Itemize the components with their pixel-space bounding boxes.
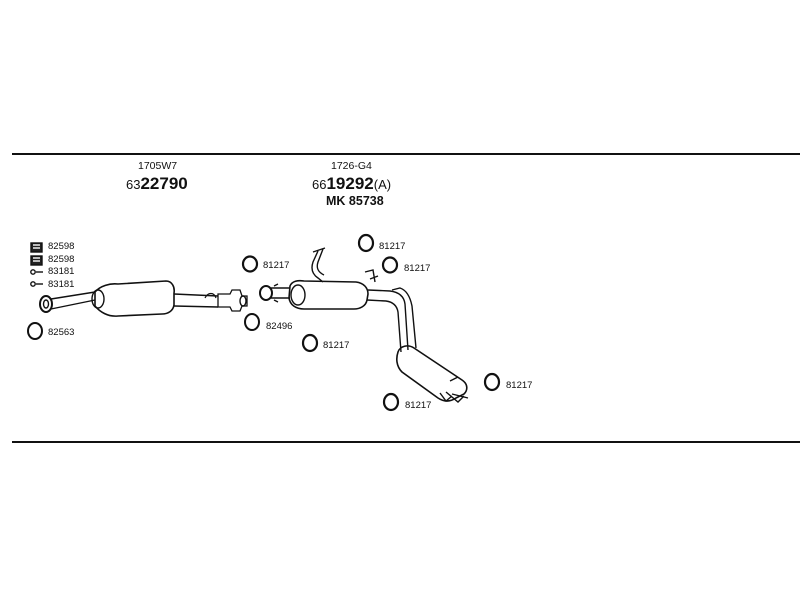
hanger-label-5: 81217	[506, 380, 533, 391]
hanger-label-6: 81217	[405, 400, 432, 411]
clamp-icon-2	[30, 255, 43, 266]
front-muffler-icon	[91, 280, 219, 317]
bolt-label-2: 83181	[48, 279, 75, 290]
clamp-label-1: 82598	[48, 241, 75, 252]
front-pipe-icon	[39, 291, 96, 313]
assembly-1-part-number: 6322790	[126, 174, 188, 194]
ring-gasket-icon	[27, 322, 43, 340]
top-divider-line	[12, 153, 800, 155]
bolt-icon-2	[30, 281, 43, 287]
mid-pipe-flange-icon	[217, 289, 248, 312]
bolt-label-1: 83181	[48, 266, 75, 277]
clamp-icon-1	[30, 242, 43, 253]
gasket-mid-label: 82496	[266, 321, 293, 332]
assembly-2-part-prefix: 66	[312, 177, 327, 192]
assembly-1-part-prefix: 63	[126, 177, 141, 192]
assembly-2-mk-code: MK 85738	[326, 194, 384, 208]
hanger-label-3: 81217	[323, 340, 350, 351]
clamp-label-2: 82598	[48, 254, 75, 265]
tailpipe-hook-icon	[311, 247, 326, 283]
assembly-2-part-suffix: (A)	[373, 177, 392, 192]
hanger-ring-icon-2	[241, 255, 259, 273]
middle-muffler-icon	[288, 269, 417, 353]
assembly-2-part-number: 6619292(A)	[312, 174, 391, 194]
rear-inlet-flange-icon	[259, 283, 290, 303]
rear-muffler-icon	[396, 345, 469, 403]
bolt-icon-1	[30, 269, 43, 275]
ring-gasket-label: 82563	[48, 327, 75, 338]
hanger-label-4: 81217	[404, 263, 431, 274]
hanger-ring-icon-5	[483, 372, 501, 392]
hanger-ring-icon-4	[381, 256, 399, 274]
assembly-1-small-code: 1705W7	[138, 160, 178, 172]
assembly-2-part-main: 19292	[326, 174, 374, 193]
assembly-2-small-code: 1726-G4	[331, 160, 372, 172]
hanger-ring-icon-1	[357, 233, 375, 253]
hanger-ring-icon-3	[301, 333, 319, 353]
hanger-ring-icon-6	[382, 392, 400, 412]
bottom-divider-line	[12, 441, 800, 443]
assembly-1-part-main: 22790	[140, 174, 188, 193]
hanger-label-1: 81217	[379, 241, 406, 252]
hanger-label-2: 81217	[263, 260, 290, 271]
gasket-mid-icon	[244, 313, 260, 331]
